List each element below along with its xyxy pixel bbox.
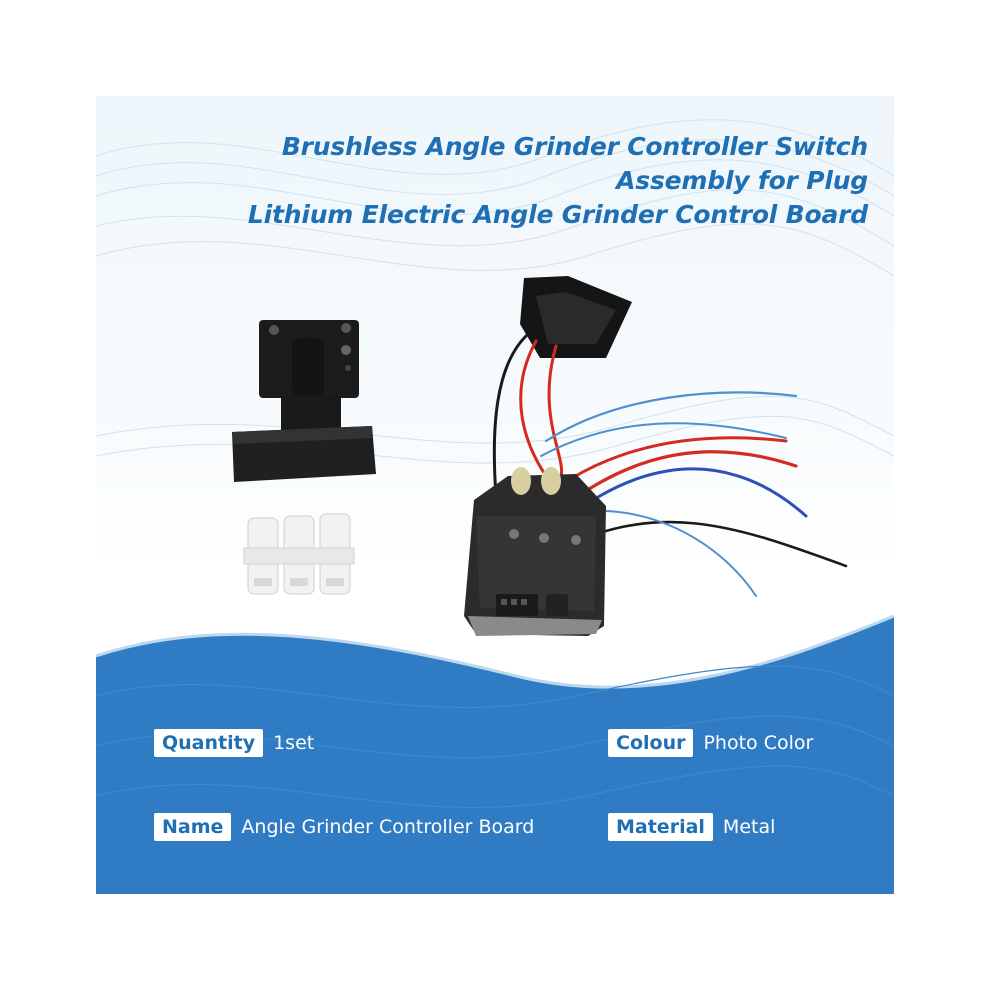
product-illustration	[232, 276, 848, 636]
trigger-switch	[232, 320, 376, 482]
product-card: Brushless Angle Grinder Controller Switc…	[96, 96, 894, 894]
plug-socket	[520, 276, 632, 358]
title-line-3: Lithium Electric Angle Grinder Control B…	[247, 200, 868, 229]
wire-connectors	[243, 513, 355, 595]
title-line-2: Assembly for Plug	[616, 166, 868, 195]
title-line-1: Brushless Angle Grinder Controller Switc…	[281, 132, 868, 161]
product-title: Brushless Angle Grinder Controller Switc…	[168, 130, 868, 232]
controller-board	[464, 467, 606, 636]
